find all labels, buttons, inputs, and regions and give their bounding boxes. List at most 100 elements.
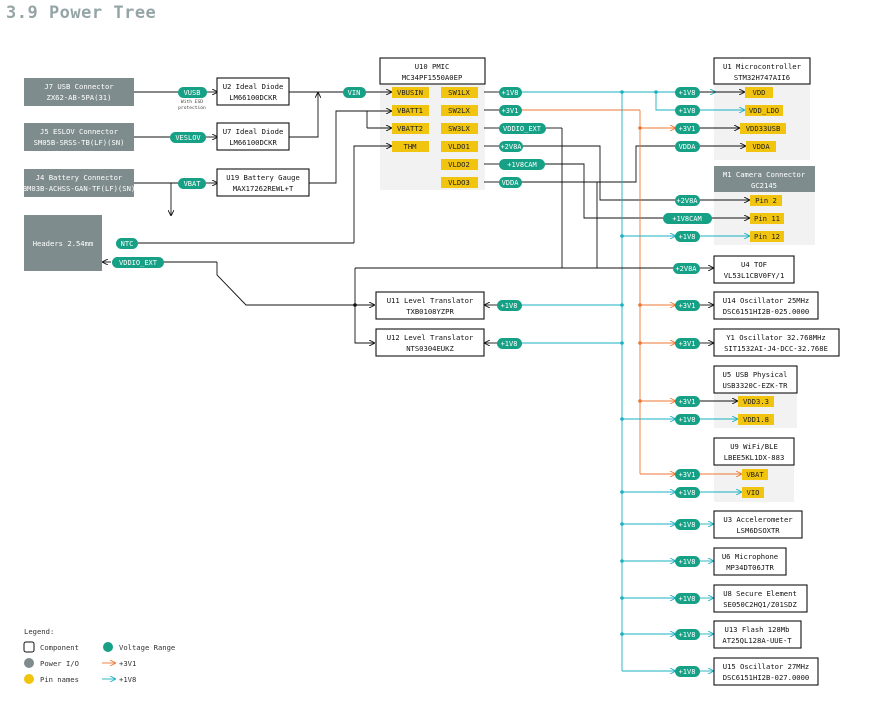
svg-text:VLDO2: VLDO2: [448, 160, 470, 169]
pill-vusb: VUSB: [178, 87, 207, 98]
pill-u9-3v1: +3V1: [675, 469, 700, 480]
svg-text:VDD1.8: VDD1.8: [743, 415, 769, 424]
svg-text:Pin 2: Pin 2: [755, 196, 777, 205]
pill-ntc: NTC: [116, 238, 138, 249]
svg-text:THM: THM: [404, 142, 418, 151]
svg-text:U1 Microcontroller: U1 Microcontroller: [723, 62, 802, 71]
svg-text:U14 Oscillator 25MHz: U14 Oscillator 25MHz: [723, 296, 810, 305]
svg-text:MC34PF1550A0EP: MC34PF1550A0EP: [402, 73, 463, 82]
pill-u1-vdd33: +3V1: [675, 123, 700, 134]
pill-u1-vdd: +1V8: [675, 87, 700, 98]
svg-text:+3V1: +3V1: [679, 398, 696, 406]
pin-vbusin: VBUSIN: [392, 87, 429, 98]
svg-text:SIT1532AI-J4-DCC-32.768E: SIT1532AI-J4-DCC-32.768E: [724, 344, 828, 353]
pin-12: Pin 12: [750, 231, 784, 242]
svg-text:NTS0304EUKZ: NTS0304EUKZ: [406, 344, 454, 353]
pill-vin: VIN: [343, 87, 366, 98]
svg-text:+1V8: +1V8: [501, 302, 518, 310]
pin-vldo1: VLDO1: [441, 141, 478, 152]
y1-oscillator: Y1 Oscillator 32.768MHz SIT1532AI-J4-DCC…: [713, 328, 840, 357]
svg-text:MAX17262REWL+T: MAX17262REWL+T: [233, 184, 294, 193]
svg-text:U10 PMIC: U10 PMIC: [415, 62, 450, 71]
svg-text:GC2145: GC2145: [751, 181, 777, 190]
svg-text:U13 Flash 128Mb: U13 Flash 128Mb: [725, 625, 790, 634]
pmic-pin-group: [380, 81, 485, 190]
svg-text:+1V8: +1V8: [679, 89, 696, 97]
pin-vdd33: VDD3.3: [738, 396, 774, 407]
svg-text:Headers 2.54mm: Headers 2.54mm: [33, 239, 94, 248]
pin-tags: VBUSIN VBATT1 VBATT2 THM SW1LX SW2LX SW3…: [392, 87, 786, 498]
legend-component-label: Component: [40, 643, 79, 652]
svg-text:DSC6151HI2B-027.0000: DSC6151HI2B-027.0000: [723, 673, 810, 682]
svg-text:+1V8: +1V8: [679, 521, 696, 529]
pin-vio: VIO: [742, 487, 764, 498]
pin-sw1lx: SW1LX: [441, 87, 478, 98]
svg-text:BM03B-ACHSS-GAN-TF(LF)(SN): BM03B-ACHSS-GAN-TF(LF)(SN): [23, 184, 136, 193]
pin-vldo2: VLDO2: [441, 159, 478, 170]
svg-text:+3V1: +3V1: [679, 302, 696, 310]
svg-text:+3V1: +3V1: [502, 107, 519, 115]
svg-text:+1V8: +1V8: [679, 558, 696, 566]
svg-text:U7 Ideal Diode: U7 Ideal Diode: [223, 127, 284, 136]
u9-wifi-ble: U9 WiFi/BLE LBEE5KL1DX-883: [713, 437, 795, 466]
svg-text:VDDA: VDDA: [502, 179, 520, 187]
svg-text:U8 Secure Element: U8 Secure Element: [723, 589, 797, 598]
pill-u15-1v8: +1V8: [675, 666, 700, 677]
svg-text:LM66100DCKR: LM66100DCKR: [229, 93, 277, 102]
svg-text:+1V8: +1V8: [679, 489, 696, 497]
pill-vddio-ext-left: VDDIO_EXT: [112, 257, 164, 268]
page-title: 3.9 Power Tree: [6, 3, 157, 23]
u19-battery-gauge: U19 Battery Gauge MAX17262REWL+T: [216, 168, 310, 197]
svg-text:+1V8: +1V8: [679, 416, 696, 424]
svg-text:VBAT: VBAT: [184, 180, 202, 188]
svg-text:VESLOV: VESLOV: [175, 134, 201, 142]
pin-2: Pin 2: [750, 195, 782, 206]
svg-text:J7 USB Connector: J7 USB Connector: [44, 82, 114, 91]
legend-pin-swatch: [24, 674, 34, 684]
svg-text:+1V8CAM: +1V8CAM: [507, 161, 537, 169]
pill-y1-3v1: +3V1: [675, 338, 700, 349]
svg-text:SE050C2HQ1/Z01SDZ: SE050C2HQ1/Z01SDZ: [723, 600, 797, 609]
svg-text:U19 Battery Gauge: U19 Battery Gauge: [226, 173, 300, 182]
pin-vbat: VBAT: [742, 469, 768, 480]
svg-text:LM66100DCKR: LM66100DCKR: [229, 138, 277, 147]
u6-microphone: U6 Microphone MP34DT06JTR: [713, 547, 787, 576]
legend-power-io-swatch: [24, 658, 34, 668]
svg-text:VBAT: VBAT: [746, 470, 764, 479]
pill-u1-vdda: VDDA: [675, 141, 700, 152]
svg-text:VIN: VIN: [348, 89, 361, 97]
svg-text:U12 Level Translator: U12 Level Translator: [387, 333, 474, 342]
svg-text:VBATT2: VBATT2: [397, 124, 423, 133]
svg-text:U4 TOF: U4 TOF: [741, 260, 767, 269]
pill-u1-vddldo: +1V8: [675, 105, 700, 116]
svg-text:SW3LX: SW3LX: [448, 124, 470, 133]
pin-vdd33usb: VDD33USB: [740, 123, 786, 134]
j4-battery-connector: J4 Battery Connector BM03B-ACHSS-GAN-TF(…: [23, 169, 136, 197]
svg-text:LSM6DSOXTR: LSM6DSOXTR: [736, 526, 780, 535]
svg-text:U6 Microphone: U6 Microphone: [722, 552, 778, 561]
legend-component-swatch: [23, 641, 35, 653]
junctions: [353, 90, 658, 636]
u8-secure-element: U8 Secure Element SE050C2HQ1/Z01SDZ: [713, 584, 808, 613]
svg-text:VDDA: VDDA: [679, 143, 697, 151]
svg-text:+1V8: +1V8: [679, 107, 696, 115]
svg-text:TXB0108YZPR: TXB0108YZPR: [406, 307, 454, 316]
pill-u13-1v8: +1V8: [675, 629, 700, 640]
svg-text:With ESD: With ESD: [181, 99, 203, 105]
svg-text:VIO: VIO: [747, 488, 760, 497]
legend-1v8-label: +1V8: [119, 675, 136, 684]
svg-text:+2V8A: +2V8A: [500, 143, 522, 151]
pin-sw3lx: SW3LX: [441, 123, 478, 134]
pin-vdd: VDD: [745, 87, 773, 98]
legend-title: Legend:: [24, 627, 54, 636]
pin-vdda: VDDA: [746, 141, 776, 152]
pill-u5-1v8: +1V8: [675, 414, 700, 425]
pin-sw2lx: SW2LX: [441, 105, 478, 116]
svg-text:VUSB: VUSB: [184, 89, 201, 97]
pill-u8-1v8: +1V8: [675, 593, 700, 604]
svg-text:+2V8A: +2V8A: [676, 197, 698, 205]
u4-tof: U4 TOF VL53L1CBV0FY/1: [713, 255, 795, 284]
legend-3v1-label: +3V1: [119, 659, 136, 668]
pill-vbat: VBAT: [178, 178, 206, 189]
